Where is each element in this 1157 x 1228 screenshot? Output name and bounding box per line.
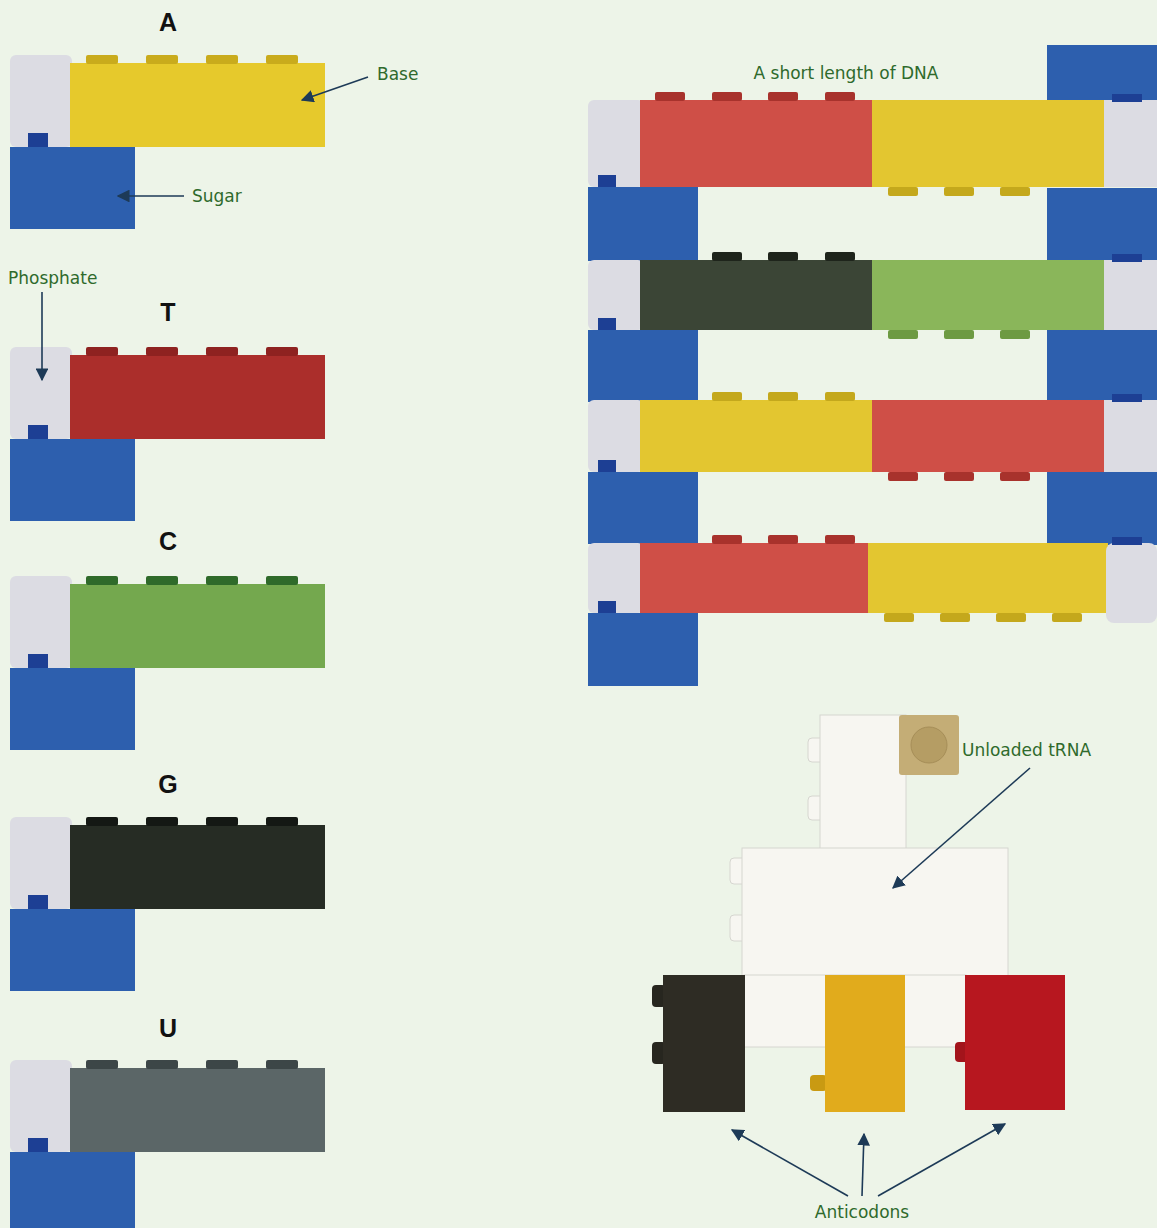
part-label: Phosphate <box>8 268 97 288</box>
nucleotide-letter: C <box>159 526 177 556</box>
leader-arrow <box>732 1130 848 1196</box>
nucleotide-u <box>10 1060 325 1228</box>
nucleotide-letter: A <box>159 7 177 37</box>
nucleotide-t <box>10 347 325 521</box>
nucleotide-a <box>10 55 325 229</box>
leader-arrow <box>41 292 43 380</box>
part-label: Sugar <box>192 186 242 206</box>
leader-arrow <box>118 195 184 197</box>
figure-heading: A short length of DNA <box>754 63 939 83</box>
leader-arrows <box>42 77 1030 1196</box>
part-label: Anticodons <box>815 1202 909 1222</box>
nucleotide-letter: U <box>159 1013 177 1043</box>
nucleotide-letter: G <box>158 769 177 799</box>
leader-arrow <box>862 1134 864 1196</box>
part-label: Base <box>377 64 418 84</box>
dna-model <box>588 45 1157 686</box>
nucleotide-g <box>10 817 325 991</box>
leader-arrow <box>878 1124 1005 1196</box>
nucleotide-letter: T <box>160 297 175 327</box>
part-label: Unloaded tRNA <box>962 740 1091 760</box>
leader-arrow <box>302 77 368 100</box>
trna-model <box>652 715 1065 1112</box>
leader-arrow <box>893 768 1030 888</box>
nucleotide-c <box>10 576 325 750</box>
